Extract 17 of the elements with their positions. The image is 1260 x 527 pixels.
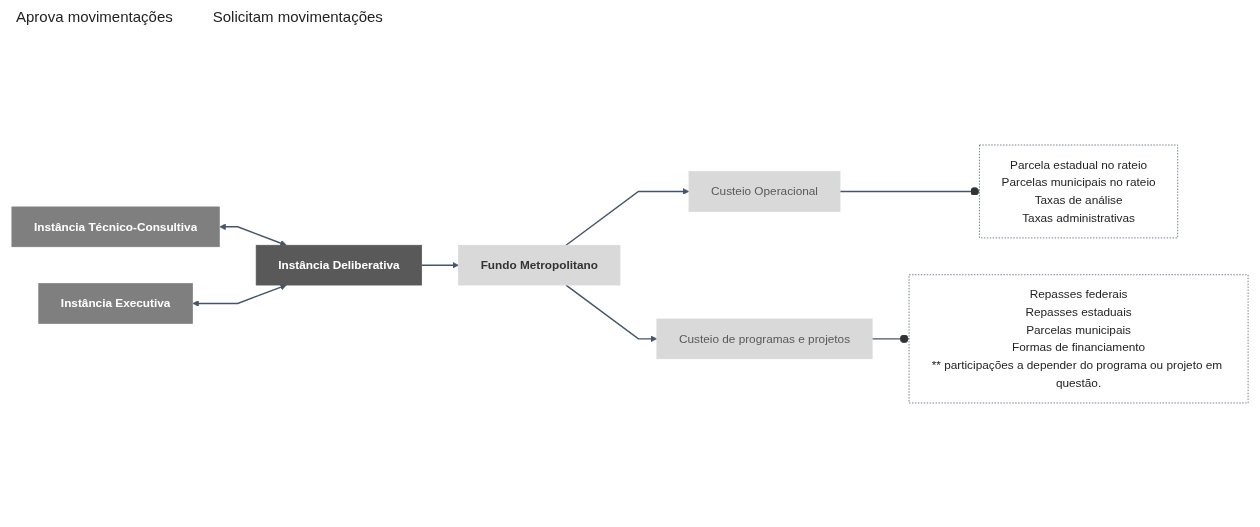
arrow xyxy=(219,223,287,247)
note-text: Solicitam movimentações xyxy=(212,8,383,25)
arrow xyxy=(420,261,459,269)
node-box: Custeio de programas e projetos xyxy=(656,318,873,360)
node-box: Custeio Operacional xyxy=(688,171,841,212)
node-box: Repasses federais Repasses estaduais Parcelas municipais Formas de financiamento ** participações a depender do programa ou projeto em questão. xyxy=(908,274,1249,404)
node-box: Instância Técnico-Consultiva xyxy=(11,206,220,248)
arrow xyxy=(565,284,658,343)
node-box: Instância Deliberativa xyxy=(255,244,423,286)
arrow xyxy=(565,188,690,246)
node-box: Parcela estadual no rateio Parcelas municipais no rateio Taxas de análise Taxas administrativas xyxy=(979,144,1179,239)
node-box: Instância Executiva xyxy=(38,283,193,324)
arrow xyxy=(192,284,287,307)
connector xyxy=(839,187,981,196)
node-box: Fundo Metropolitano xyxy=(458,244,621,286)
note-text: Aprova movimentações xyxy=(16,8,173,25)
connector xyxy=(871,334,910,344)
